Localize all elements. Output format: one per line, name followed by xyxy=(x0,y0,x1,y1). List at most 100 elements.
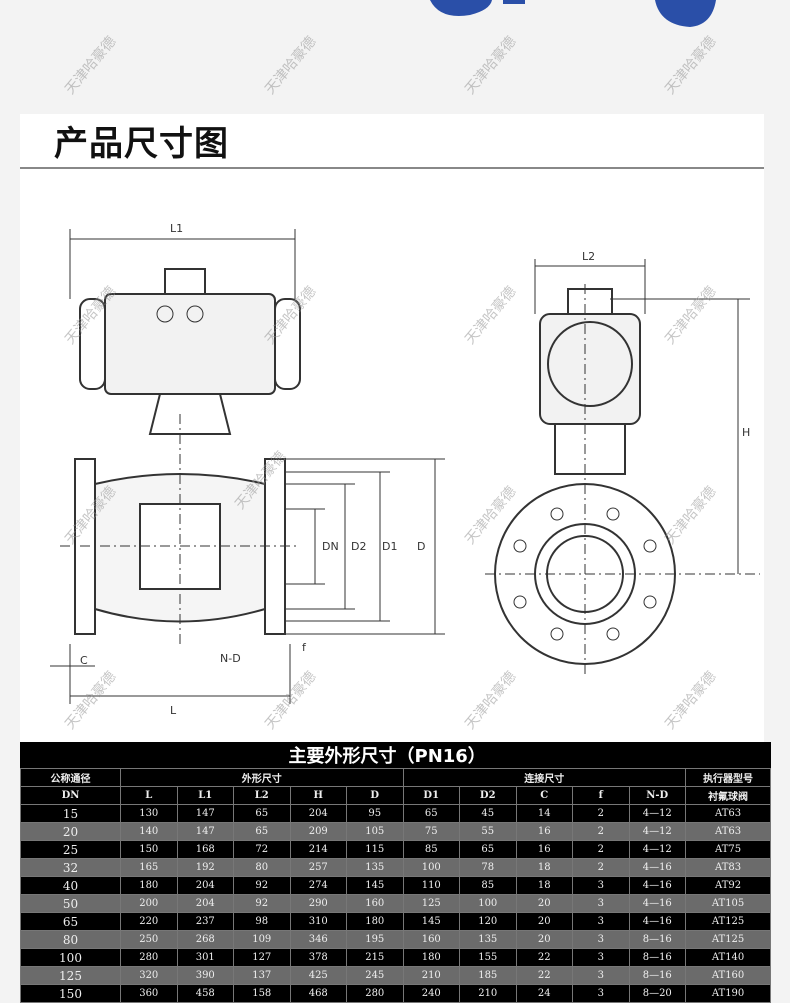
table-cell: 237 xyxy=(176,912,234,931)
table-cell: 185 xyxy=(459,966,517,985)
dim-label-l1: L1 xyxy=(170,222,183,235)
title-divider xyxy=(20,167,764,169)
table-cell: 180 xyxy=(346,912,404,931)
table-cell: 20 xyxy=(20,822,121,841)
table-cell: 210 xyxy=(402,966,460,985)
table-cell: 165 xyxy=(120,858,178,877)
watermark: 天津哈豪德 xyxy=(262,33,320,98)
table-cell: 210 xyxy=(459,984,517,1003)
table-cell: 127 xyxy=(233,948,291,967)
dim-label-nd: N-D xyxy=(220,652,241,665)
table-cell: 20 xyxy=(515,912,573,931)
table-cell: 75 xyxy=(402,822,460,841)
column-header: N-D xyxy=(628,786,686,805)
table-cell: 25 xyxy=(20,840,121,859)
table-cell: 14 xyxy=(515,804,573,823)
valve-dimension-drawing: L1 L C N-D f DN D2 D1 D L2 H xyxy=(50,222,760,717)
section-title: 产品尺寸图 xyxy=(54,124,229,164)
header-actuator-group: 执行器型号 xyxy=(684,768,772,787)
table-cell: 125 xyxy=(402,894,460,913)
header-dn-group: 公称通径 xyxy=(20,768,121,787)
table-cell: 360 xyxy=(120,984,178,1003)
table-cell: 346 xyxy=(289,930,347,949)
dim-label-d1: D1 xyxy=(382,540,397,553)
table-cell: 137 xyxy=(233,966,291,985)
table-cell: 92 xyxy=(233,876,291,895)
table-cell: 8—16 xyxy=(628,948,686,967)
table-cell: AT105 xyxy=(684,894,772,913)
table-cell: 22 xyxy=(515,966,573,985)
table-cell: 150 xyxy=(20,984,121,1003)
header-connection-group: 连接尺寸 xyxy=(402,768,686,787)
column-header: L1 xyxy=(176,786,234,805)
table-cell: 2 xyxy=(572,804,630,823)
table-cell: 8—16 xyxy=(628,930,686,949)
table-cell: 3 xyxy=(572,984,630,1003)
table-cell: 4—16 xyxy=(628,876,686,895)
table-cell: 250 xyxy=(120,930,178,949)
table-cell: 2 xyxy=(572,840,630,859)
column-header: 衬氟球阀 xyxy=(684,786,772,805)
table-cell: 147 xyxy=(176,804,234,823)
table-cell: 4—16 xyxy=(628,894,686,913)
table-cell: 50 xyxy=(20,894,121,913)
table-cell: 320 xyxy=(120,966,178,985)
table-cell: 160 xyxy=(402,930,460,949)
table-cell: 290 xyxy=(289,894,347,913)
table-cell: 65 xyxy=(233,822,291,841)
table-cell: 115 xyxy=(346,840,404,859)
column-header: D2 xyxy=(459,786,517,805)
dim-label-h: H xyxy=(742,426,750,439)
table-cell: 98 xyxy=(233,912,291,931)
table-cell: 301 xyxy=(176,948,234,967)
table-cell: 3 xyxy=(572,894,630,913)
table-cell: AT125 xyxy=(684,930,772,949)
column-header: L xyxy=(120,786,178,805)
table-cell: 3 xyxy=(572,966,630,985)
column-header: DN xyxy=(20,786,121,805)
table-cell: 15 xyxy=(20,804,121,823)
table-cell: AT125 xyxy=(684,912,772,931)
table-cell: 65 xyxy=(20,912,121,931)
table-cell: 16 xyxy=(515,840,573,859)
table-cell: 3 xyxy=(572,930,630,949)
table-cell: 4—12 xyxy=(628,840,686,859)
table-cell: 8—20 xyxy=(628,984,686,1003)
table-cell: 16 xyxy=(515,822,573,841)
table-cell: 72 xyxy=(233,840,291,859)
table-cell: 3 xyxy=(572,948,630,967)
table-cell: AT63 xyxy=(684,804,772,823)
table-cell: 2 xyxy=(572,858,630,877)
table-cell: AT83 xyxy=(684,858,772,877)
table-cell: 150 xyxy=(120,840,178,859)
column-header: f xyxy=(572,786,630,805)
table-cell: 168 xyxy=(176,840,234,859)
table-cell: 4—16 xyxy=(628,858,686,877)
table-cell: 130 xyxy=(120,804,178,823)
table-cell: 215 xyxy=(346,948,404,967)
table-cell: 158 xyxy=(233,984,291,1003)
table-cell: 8—16 xyxy=(628,966,686,985)
table-cell: AT160 xyxy=(684,966,772,985)
table-cell: 4—12 xyxy=(628,804,686,823)
table-cell: 180 xyxy=(402,948,460,967)
table-cell: 145 xyxy=(346,876,404,895)
dim-label-dn: DN xyxy=(322,540,339,553)
table-cell: 32 xyxy=(20,858,121,877)
table-cell: 3 xyxy=(572,876,630,895)
table-cell: 240 xyxy=(402,984,460,1003)
product-photo-fragment xyxy=(430,0,716,27)
table-cell: 245 xyxy=(346,966,404,985)
table-cell: 204 xyxy=(289,804,347,823)
dim-label-c: C xyxy=(80,654,88,667)
table-cell: 20 xyxy=(515,930,573,949)
table-cell: 268 xyxy=(176,930,234,949)
table-cell: 310 xyxy=(289,912,347,931)
